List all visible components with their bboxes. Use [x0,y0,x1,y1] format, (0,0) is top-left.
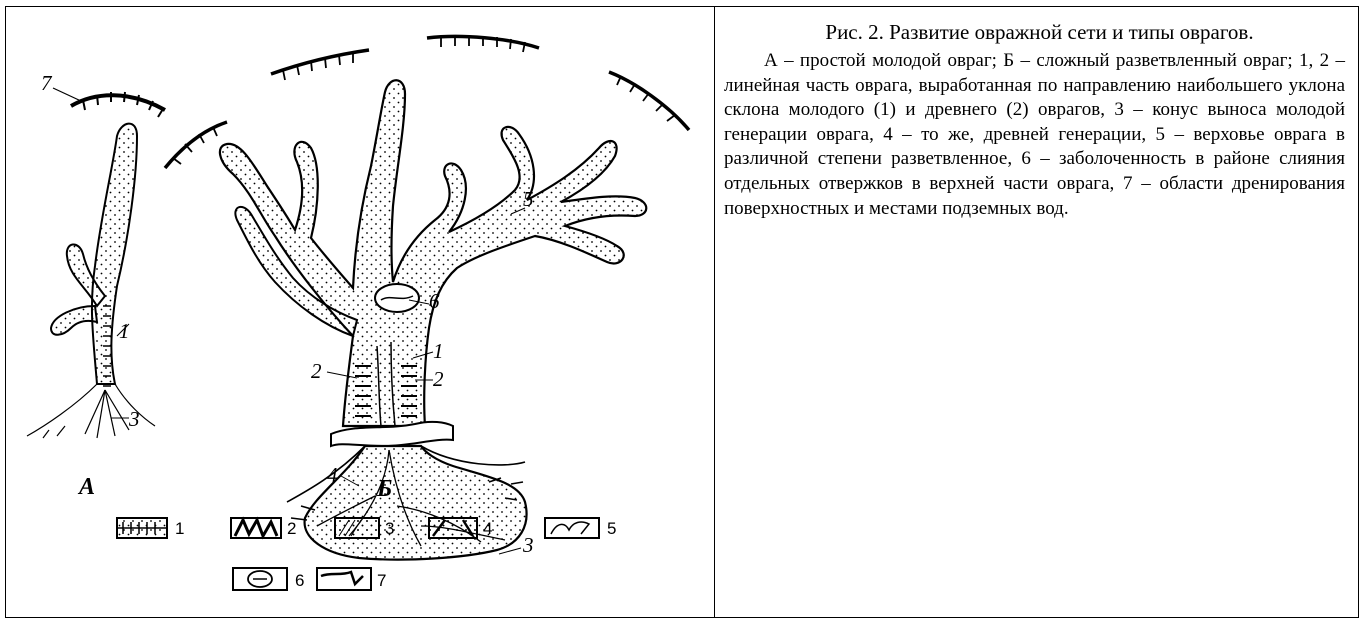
panel-b-label-2-left: 2 [311,359,322,383]
legend-item-4: 4 [429,518,492,538]
legend-item-2: 2 [231,518,296,538]
panel-b-label: Б [376,476,392,502]
legend-item-3: 3 [335,518,394,538]
panel-b-ravine: 5 6 1 2 2 4 3 [165,36,689,560]
legend-num-4: 4 [483,519,492,538]
panel-b-label-1: 1 [433,339,444,363]
figure-caption-description: А – простой молодой овраг; Б – сложный р… [724,49,1345,221]
panel-b-label-2-right: 2 [433,367,444,391]
panel-a-label-3: 3 [128,407,140,431]
panel-b-label-4: 4 [327,463,338,487]
panel-b-label-5: 5 [523,187,534,211]
panel-b-scarp-ticks [173,36,675,164]
panel-a-label-1: 1 [119,319,130,343]
legend-num-7: 7 [377,571,386,590]
legend-item-7: 7 [317,568,386,590]
ravine-diagram: 7 1 3 [5,6,715,618]
figure-cell: 7 1 3 [5,6,715,618]
panel-a-ravine-body [92,124,137,384]
panel-a-ravine: 7 1 3 [27,71,165,438]
legend-num-5: 5 [607,519,616,538]
caption-cell: Рис. 2. Развитие овражной сети и типы ов… [716,6,1359,618]
legend-item-5: 5 [545,518,616,538]
panel-a-label: А [77,474,95,500]
legend-item-1: 1 [117,518,184,538]
panel-a-side-lobe [51,306,97,335]
legend-num-2: 2 [287,519,296,538]
panel-b-label-6: 6 [429,289,440,313]
legend-num-6: 6 [295,571,304,590]
panel-b-label-3: 3 [522,533,534,557]
panel-a-label-7: 7 [41,71,53,95]
figure-caption-title: Рис. 2. Развитие овражной сети и типы ов… [724,18,1345,46]
legend-item-6: 6 [233,568,304,590]
legend-num-3: 3 [385,519,394,538]
legend-num-1: 1 [175,519,184,538]
panel-b-fan [305,446,527,560]
